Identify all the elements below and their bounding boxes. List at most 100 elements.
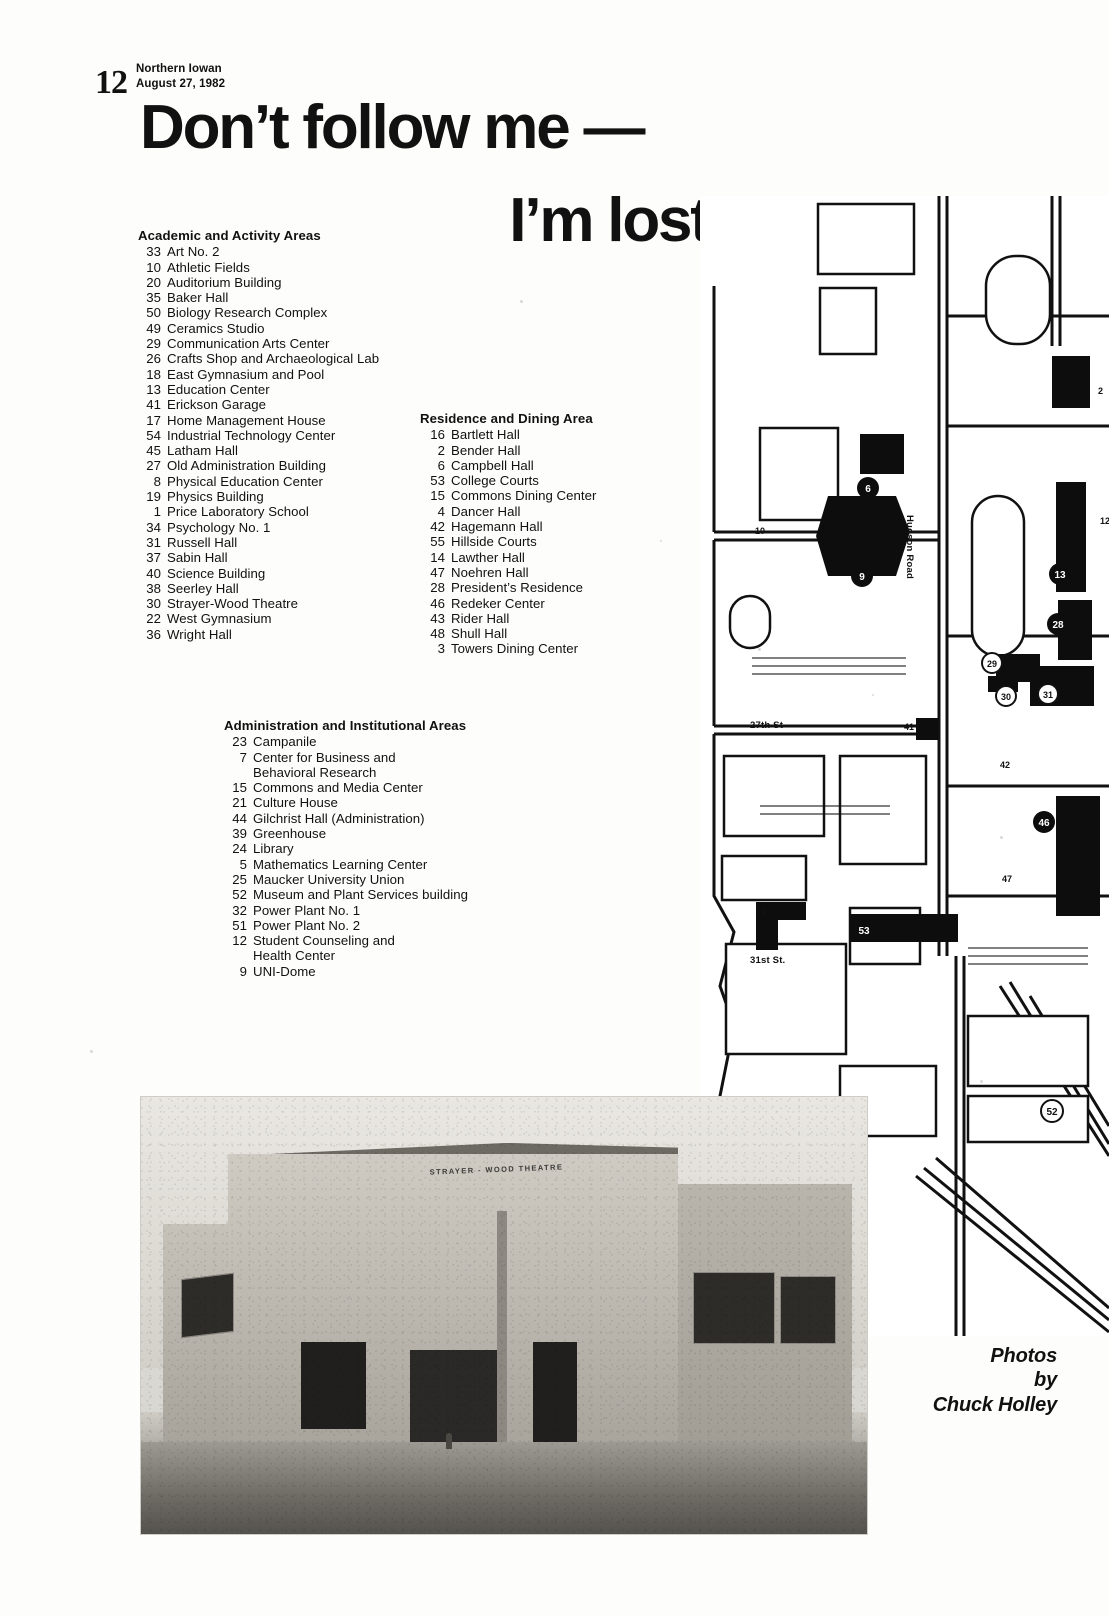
index-entry-number: 43 [430, 610, 445, 626]
index-entry-number: 35 [146, 290, 161, 306]
photo-strayer-wood-theatre: STRAYER - WOOD THEATRE [140, 1096, 868, 1535]
index-entry: 34 Psychology No. 1 [138, 520, 379, 535]
index-entry-label: Seerley Hall [167, 580, 239, 596]
index-entry-label: Erickson Garage [167, 397, 266, 413]
index-entry: 37 Sabin Hall [138, 550, 379, 565]
index-entry-label: Psychology No. 1 [167, 519, 271, 535]
index-entry-number: 23 [232, 734, 247, 750]
index-entry-number: 10 [146, 259, 161, 275]
index-entry-label: Price Laboratory School [167, 504, 309, 520]
index-entry-number: 18 [146, 366, 161, 382]
index-entry: 40 Science Building [138, 566, 379, 581]
index-entry-label: Mathematics Learning Center [253, 856, 428, 872]
index-entry-number: 34 [146, 519, 161, 535]
index-entry-label: Power Plant No. 1 [253, 902, 361, 918]
index-entry-number: 7 [239, 749, 247, 765]
index-entry-number: 32 [232, 902, 247, 918]
index-entry-label: Behavioral Research [253, 764, 377, 780]
index-entry-label: Art No. 2 [167, 244, 220, 260]
index-entry-number: 42 [430, 519, 445, 535]
index-entry: 1 Price Laboratory School [138, 504, 379, 519]
index-entry: 17 Home Management House [138, 413, 379, 428]
index-heading: Academic and Activity Areas [138, 228, 321, 243]
index-entry-number: 20 [146, 274, 161, 290]
index-entry: 35 Baker Hall [138, 290, 379, 305]
index-entry-label: Home Management House [167, 412, 326, 428]
svg-text:46: 46 [1038, 818, 1050, 829]
index-entry-label: Wright Hall [167, 626, 232, 642]
svg-text:53: 53 [858, 926, 870, 937]
index-entry-label: UNI-Dome [253, 963, 316, 979]
index-entry-number: 17 [146, 412, 161, 428]
index-entry-label: Physics Building [167, 489, 264, 505]
index-entry-label: Athletic Fields [167, 259, 250, 275]
index-entry-number: 33 [146, 244, 161, 260]
index-entry-label: Sabin Hall [167, 550, 228, 566]
index-entry-number: 4 [437, 503, 445, 519]
street-label-31st: 31st St. [750, 955, 786, 966]
index-entry: 32 Power Plant No. 1 [224, 903, 468, 918]
index-administration-institutional: Administration and Institutional Areas 2… [224, 718, 468, 979]
index-entry: 10 Athletic Fields [138, 260, 379, 275]
index-entry-label: Baker Hall [167, 290, 229, 306]
index-entry-number: 40 [146, 565, 161, 581]
index-entry-number: 37 [146, 550, 161, 566]
index-entry-number: 53 [430, 473, 445, 489]
index-entry: 16 Bartlett Hall [422, 427, 596, 442]
index-entry-number: 8 [153, 473, 161, 489]
index-entry-number: 1 [153, 504, 161, 520]
index-entry-label: Commons and Media Center [253, 780, 423, 796]
index-entry-number: 3 [437, 641, 445, 657]
index-entry-label: Noehren Hall [451, 564, 529, 580]
index-entry-label: Bartlett Hall [451, 427, 520, 443]
photo-credit: Photos by Chuck Holley [932, 1344, 1058, 1417]
index-entry-label: Crafts Shop and Archaeological Lab [167, 351, 380, 367]
svg-text:30: 30 [1001, 692, 1011, 702]
index-entry-label: Russell Hall [167, 534, 238, 550]
photo-grain-overlay [141, 1097, 867, 1534]
photo-entrance-doors [409, 1350, 497, 1443]
svg-text:47: 47 [1002, 874, 1012, 884]
index-entry-number: 30 [146, 596, 161, 612]
index-entry-number: 38 [146, 580, 161, 596]
index-entry-number: 45 [146, 443, 161, 459]
index-entry-number: 48 [430, 626, 445, 642]
index-entry-number: 41 [146, 397, 161, 413]
index-entry-label: Science Building [167, 565, 266, 581]
svg-text:6: 6 [865, 484, 871, 495]
index-entry-label: Student Counseling and [253, 933, 395, 949]
svg-text:12: 12 [1100, 516, 1109, 526]
index-entry-label: Library [253, 841, 294, 857]
index-entry: 33 Art No. 2 [138, 244, 379, 259]
photo-credit-line-3: Chuck Holley [932, 1393, 1058, 1416]
street-label-27th: 27th St [750, 720, 784, 731]
index-entry-label: Center for Business and [253, 749, 396, 765]
index-entry-number: 16 [430, 427, 445, 443]
index-entry-number: 36 [146, 626, 161, 642]
index-entry-label: President’s Residence [451, 580, 584, 596]
index-entry-label: Culture House [253, 795, 338, 811]
index-entry-number: 52 [232, 887, 247, 903]
